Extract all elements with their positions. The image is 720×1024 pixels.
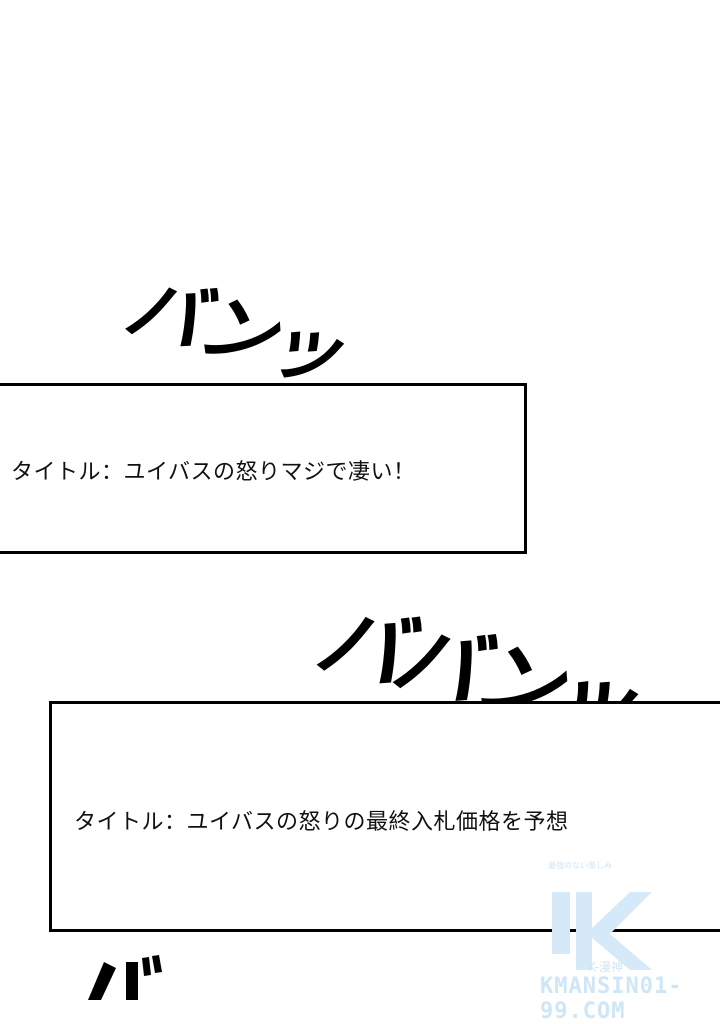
watermark-site: KMANSIN01-99.COM [540, 974, 683, 1024]
sound-effect-partial [88, 955, 162, 1000]
caption-box-2: タイトル：ユイバスの怒りの最終入札価格を予想 [49, 701, 720, 932]
watermark-k-logo [552, 892, 652, 970]
caption-text-2: タイトル：ユイバスの怒りの最終入札価格を予想 [74, 810, 569, 835]
caption-box-1: タイトル：ユイバスの怒りマジで凄い！ [0, 383, 527, 554]
watermark-tagline: 最強のない楽しみ [548, 861, 612, 870]
watermark-brand: K-漫神 [588, 960, 623, 974]
caption-text-1: タイトル：ユイバスの怒りマジで凄い！ [11, 460, 416, 485]
